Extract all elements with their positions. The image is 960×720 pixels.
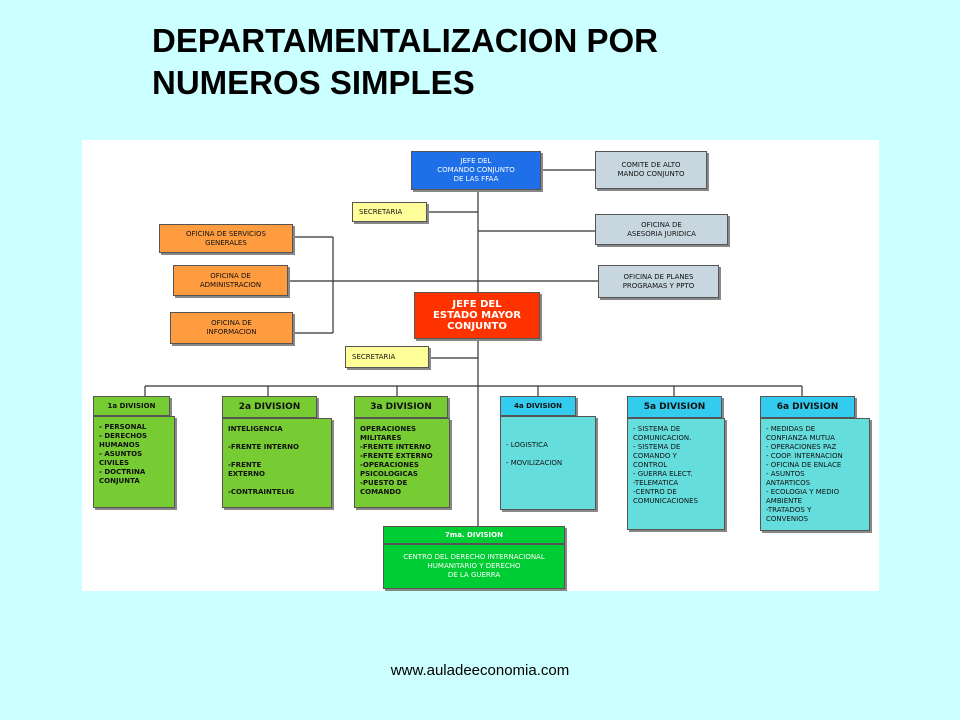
division-6-items: - MEDIDAS DE CONFIANZA MUTUA - OPERACION… [760,418,870,531]
division-3-header: 3a DIVISION [354,396,448,418]
division-7-items: CENTRO DEL DERECHO INTERNACIONAL HUMANIT… [383,544,565,589]
secretaria-box-2: SECRETARIA [345,346,429,368]
division-5-header: 5a DIVISION [627,396,722,418]
division-4-header: 4a DIVISION [500,396,576,416]
jefe-comando-conjunto-box: JEFE DEL COMANDO CONJUNTO DE LAS FFAA [411,151,541,190]
title-line-2: NUMEROS SIMPLES [152,64,475,101]
jefe-estado-mayor-box: JEFE DEL ESTADO MAYOR CONJUNTO [414,292,540,339]
planes-programas-box: OFICINA DE PLANES PROGRAMAS Y PPTO [598,265,719,298]
division-2-header: 2a DIVISION [222,396,317,418]
servicios-generales-box: OFICINA DE SERVICIOS GENERALES [159,224,293,253]
division-1-header: 1a DIVISION [93,396,170,416]
title-line-1: DEPARTAMENTALIZACION POR [152,22,658,59]
division-7-header: 7ma. DIVISION [383,526,565,544]
asesoria-juridica-box: OFICINA DE ASESORIA JURIDICA [595,214,728,245]
division-5-items: - SISTEMA DE COMUNICACION. - SISTEMA DE … [627,418,725,530]
division-6-header: 6a DIVISION [760,396,855,418]
footer-url: www.auladeeconomia.com [390,662,570,679]
administracion-box: OFICINA DE ADMINISTRACION [173,265,288,296]
comite-alto-mando-box: COMITE DE ALTO MANDO CONJUNTO [595,151,707,189]
informacion-box: OFICINA DE INFORMACION [170,312,293,344]
division-1-items: - PERSONAL - DERECHOS HUMANOS - ASUNTOS … [93,416,175,508]
division-4-items: - LOGISTICA - MOVILIZACION [500,416,596,510]
org-chart-panel [82,140,879,591]
division-2-items: INTELIGENCIA -FRENTE INTERNO -FRENTE EXT… [222,418,332,508]
division-3-items: OPERACIONES MILITARES -FRENTE INTERNO -F… [354,418,450,508]
slide-title: DEPARTAMENTALIZACION POR NUMEROS SIMPLES [152,20,852,104]
secretaria-box-1: SECRETARIA [352,202,427,222]
